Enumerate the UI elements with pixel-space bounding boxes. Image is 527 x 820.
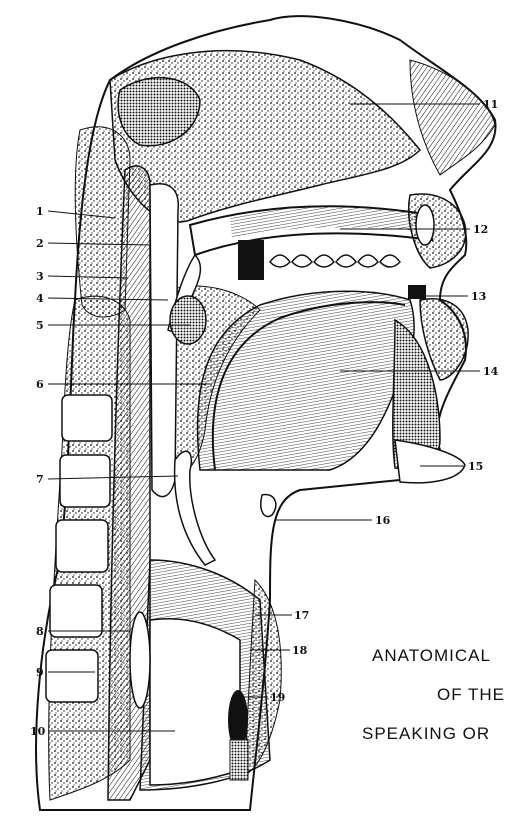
- label-12: 12: [473, 223, 488, 236]
- label-5: 5: [36, 319, 44, 332]
- label-16: 16: [375, 514, 391, 527]
- label-6: 6: [36, 378, 44, 391]
- label-7: 7: [36, 473, 44, 486]
- label-4: 4: [36, 292, 44, 305]
- label-15: 15: [468, 460, 483, 473]
- caption-line-1: ANATOMICAL: [372, 646, 491, 666]
- label-13: 13: [471, 290, 486, 303]
- tonsil: [170, 296, 206, 344]
- label-3: 3: [36, 270, 44, 283]
- molar-shadow: [238, 240, 264, 280]
- label-19: 19: [270, 691, 285, 704]
- chin: [395, 440, 465, 483]
- caption-line-3: SPEAKING OR: [362, 724, 490, 744]
- incisor: [416, 205, 434, 245]
- vocal-cords: [150, 619, 240, 785]
- label-18: 18: [292, 644, 308, 657]
- airway: [150, 184, 178, 497]
- label-14: 14: [483, 365, 499, 378]
- label-9: 9: [36, 666, 44, 679]
- caption-line-2: OF THE: [437, 685, 505, 705]
- label-17: 17: [294, 609, 309, 622]
- label-11: 11: [483, 98, 498, 111]
- label-8: 8: [36, 625, 44, 638]
- ventricle: [130, 612, 150, 708]
- label-10: 10: [30, 725, 46, 738]
- lower-incisor: [408, 285, 426, 299]
- label-2: 2: [36, 237, 44, 250]
- thyroid-gland: [230, 740, 248, 780]
- hyoid: [261, 495, 276, 517]
- label-1: 1: [36, 205, 44, 218]
